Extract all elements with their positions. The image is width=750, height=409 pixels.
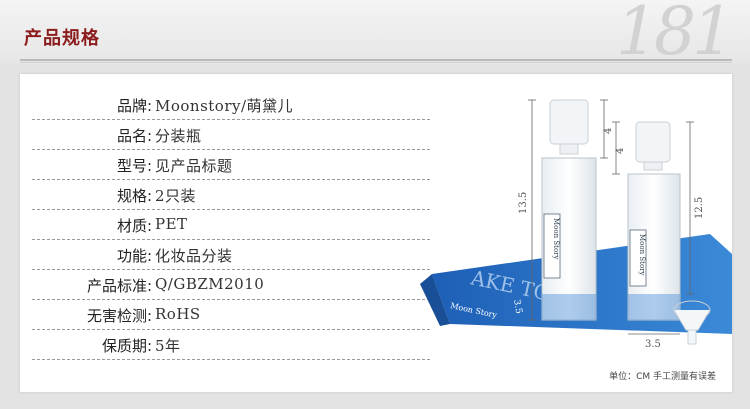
dim-left-height: 13.5 [518, 192, 529, 214]
spec-label: 型号: [116, 157, 152, 175]
page-title: 产品规格 [24, 28, 100, 49]
dim-right-height: 12.5 [694, 197, 705, 219]
spec-value: 2只装 [155, 187, 197, 205]
spec-row-model: 型号:见产品标题 [20, 150, 430, 180]
spec-row-standard: 产品标准:Q/GBZM2010 [20, 270, 430, 300]
spec-value: 见产品标题 [155, 157, 233, 175]
spec-list: 品牌:Moonstory/萌黛儿 品名:分装瓶 型号:见产品标题 规格:2只装 … [20, 90, 440, 360]
spec-row-brand: 品牌:Moonstory/萌黛儿 [20, 90, 430, 120]
spec-label: 材质: [116, 217, 152, 235]
spec-row-name: 品名:分装瓶 [20, 120, 430, 150]
dashed-divider [32, 209, 430, 210]
product-image: AKE TOOLS Moon Story Moon Story [410, 94, 732, 374]
dashed-divider [32, 269, 430, 270]
product-illustration: AKE TOOLS Moon Story Moon Story [420, 99, 732, 350]
spec-panel: 品牌:Moonstory/萌黛儿 品名:分装瓶 型号:见产品标题 规格:2只装 … [20, 74, 732, 392]
header-divider-thin [20, 62, 732, 63]
spec-label: 品牌: [116, 97, 152, 115]
spec-row-shelf-life: 保质期:5年 [20, 330, 430, 360]
spec-label: 规格: [116, 187, 152, 205]
measurement-note: 单位：CM 手工测量有误差 [609, 372, 716, 382]
dashed-divider [32, 179, 430, 180]
spec-label: 功能: [116, 247, 152, 265]
spec-row-safety: 无害检测:RoHS [20, 300, 430, 330]
dashed-divider [32, 359, 430, 360]
dim-width: 3.5 [645, 339, 661, 350]
spec-row-size: 规格:2只装 [20, 180, 430, 210]
header-divider [20, 59, 732, 61]
dim-right-cap: 4 [615, 148, 626, 154]
dim-left-cap: 4 [603, 128, 614, 134]
spec-value: PET [155, 215, 188, 233]
left-bottle: Moon Story [541, 99, 597, 321]
spec-value: 化妆品分装 [155, 247, 233, 265]
dashed-divider [32, 149, 430, 150]
dashed-divider [32, 299, 430, 300]
bottle-label: Moon Story [552, 218, 560, 259]
funnel [673, 300, 711, 345]
spec-value: Q/GBZM2010 [155, 275, 265, 293]
spec-value: RoHS [155, 305, 201, 323]
spec-row-function: 功能:化妆品分装 [20, 240, 430, 270]
spec-label: 无害检测: [86, 307, 152, 325]
dashed-divider [32, 119, 430, 120]
spec-label: 保质期: [101, 337, 152, 355]
spec-value: 5年 [155, 337, 181, 355]
spec-value: 分装瓶 [155, 127, 202, 145]
spec-label: 产品标准: [86, 277, 152, 295]
dashed-divider [32, 239, 430, 240]
spec-row-material: 材质:PET [20, 210, 430, 240]
header-bar: 产品规格 181 [0, 0, 750, 70]
right-bottle: Moon Story [627, 121, 681, 321]
dimension-lines [528, 99, 694, 335]
bottle-label-right: Moon Story [638, 234, 646, 275]
spec-value: Moonstory/萌黛儿 [155, 97, 294, 115]
decorative-number: 181 [616, 0, 734, 70]
spec-label: 品名: [116, 127, 152, 145]
dim-width-small: 3.5 [511, 299, 523, 315]
dashed-divider [32, 329, 430, 330]
